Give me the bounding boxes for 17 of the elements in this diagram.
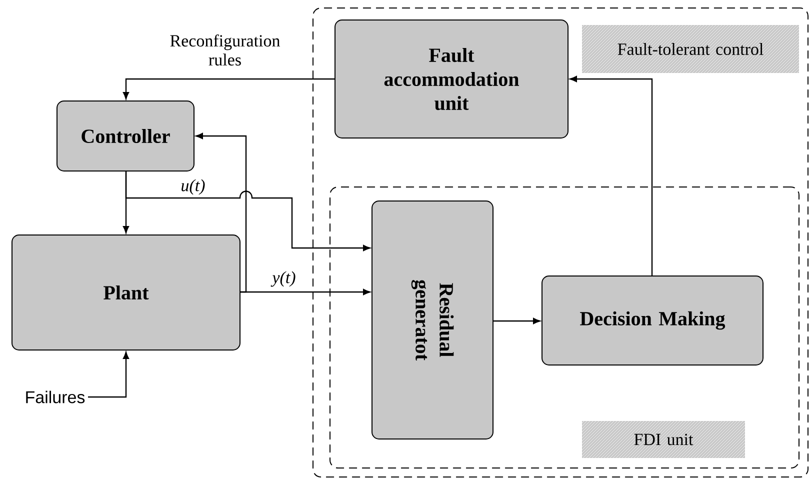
arrow [125, 171, 370, 252]
arrow [493, 318, 540, 324]
group-label: FDI unit [634, 434, 694, 446]
edge-label: Reconfiguration rules [159, 33, 291, 67]
arrow [122, 78, 335, 100]
arrow [196, 132, 247, 293]
process-box: Decision Making [542, 276, 764, 366]
arrow [88, 352, 130, 398]
process-box: Fault accommodation unit [334, 20, 568, 138]
group-label: Fault-tolerant control [618, 43, 764, 55]
process-box: Controller [56, 100, 194, 172]
edge-label: y(t) [270, 270, 297, 288]
arrow [570, 76, 653, 276]
input-label: Failures [26, 390, 85, 404]
edge-label: u(t) [180, 178, 206, 196]
process-box: Plant [12, 234, 240, 350]
process-box: Residual generatot [372, 200, 494, 440]
